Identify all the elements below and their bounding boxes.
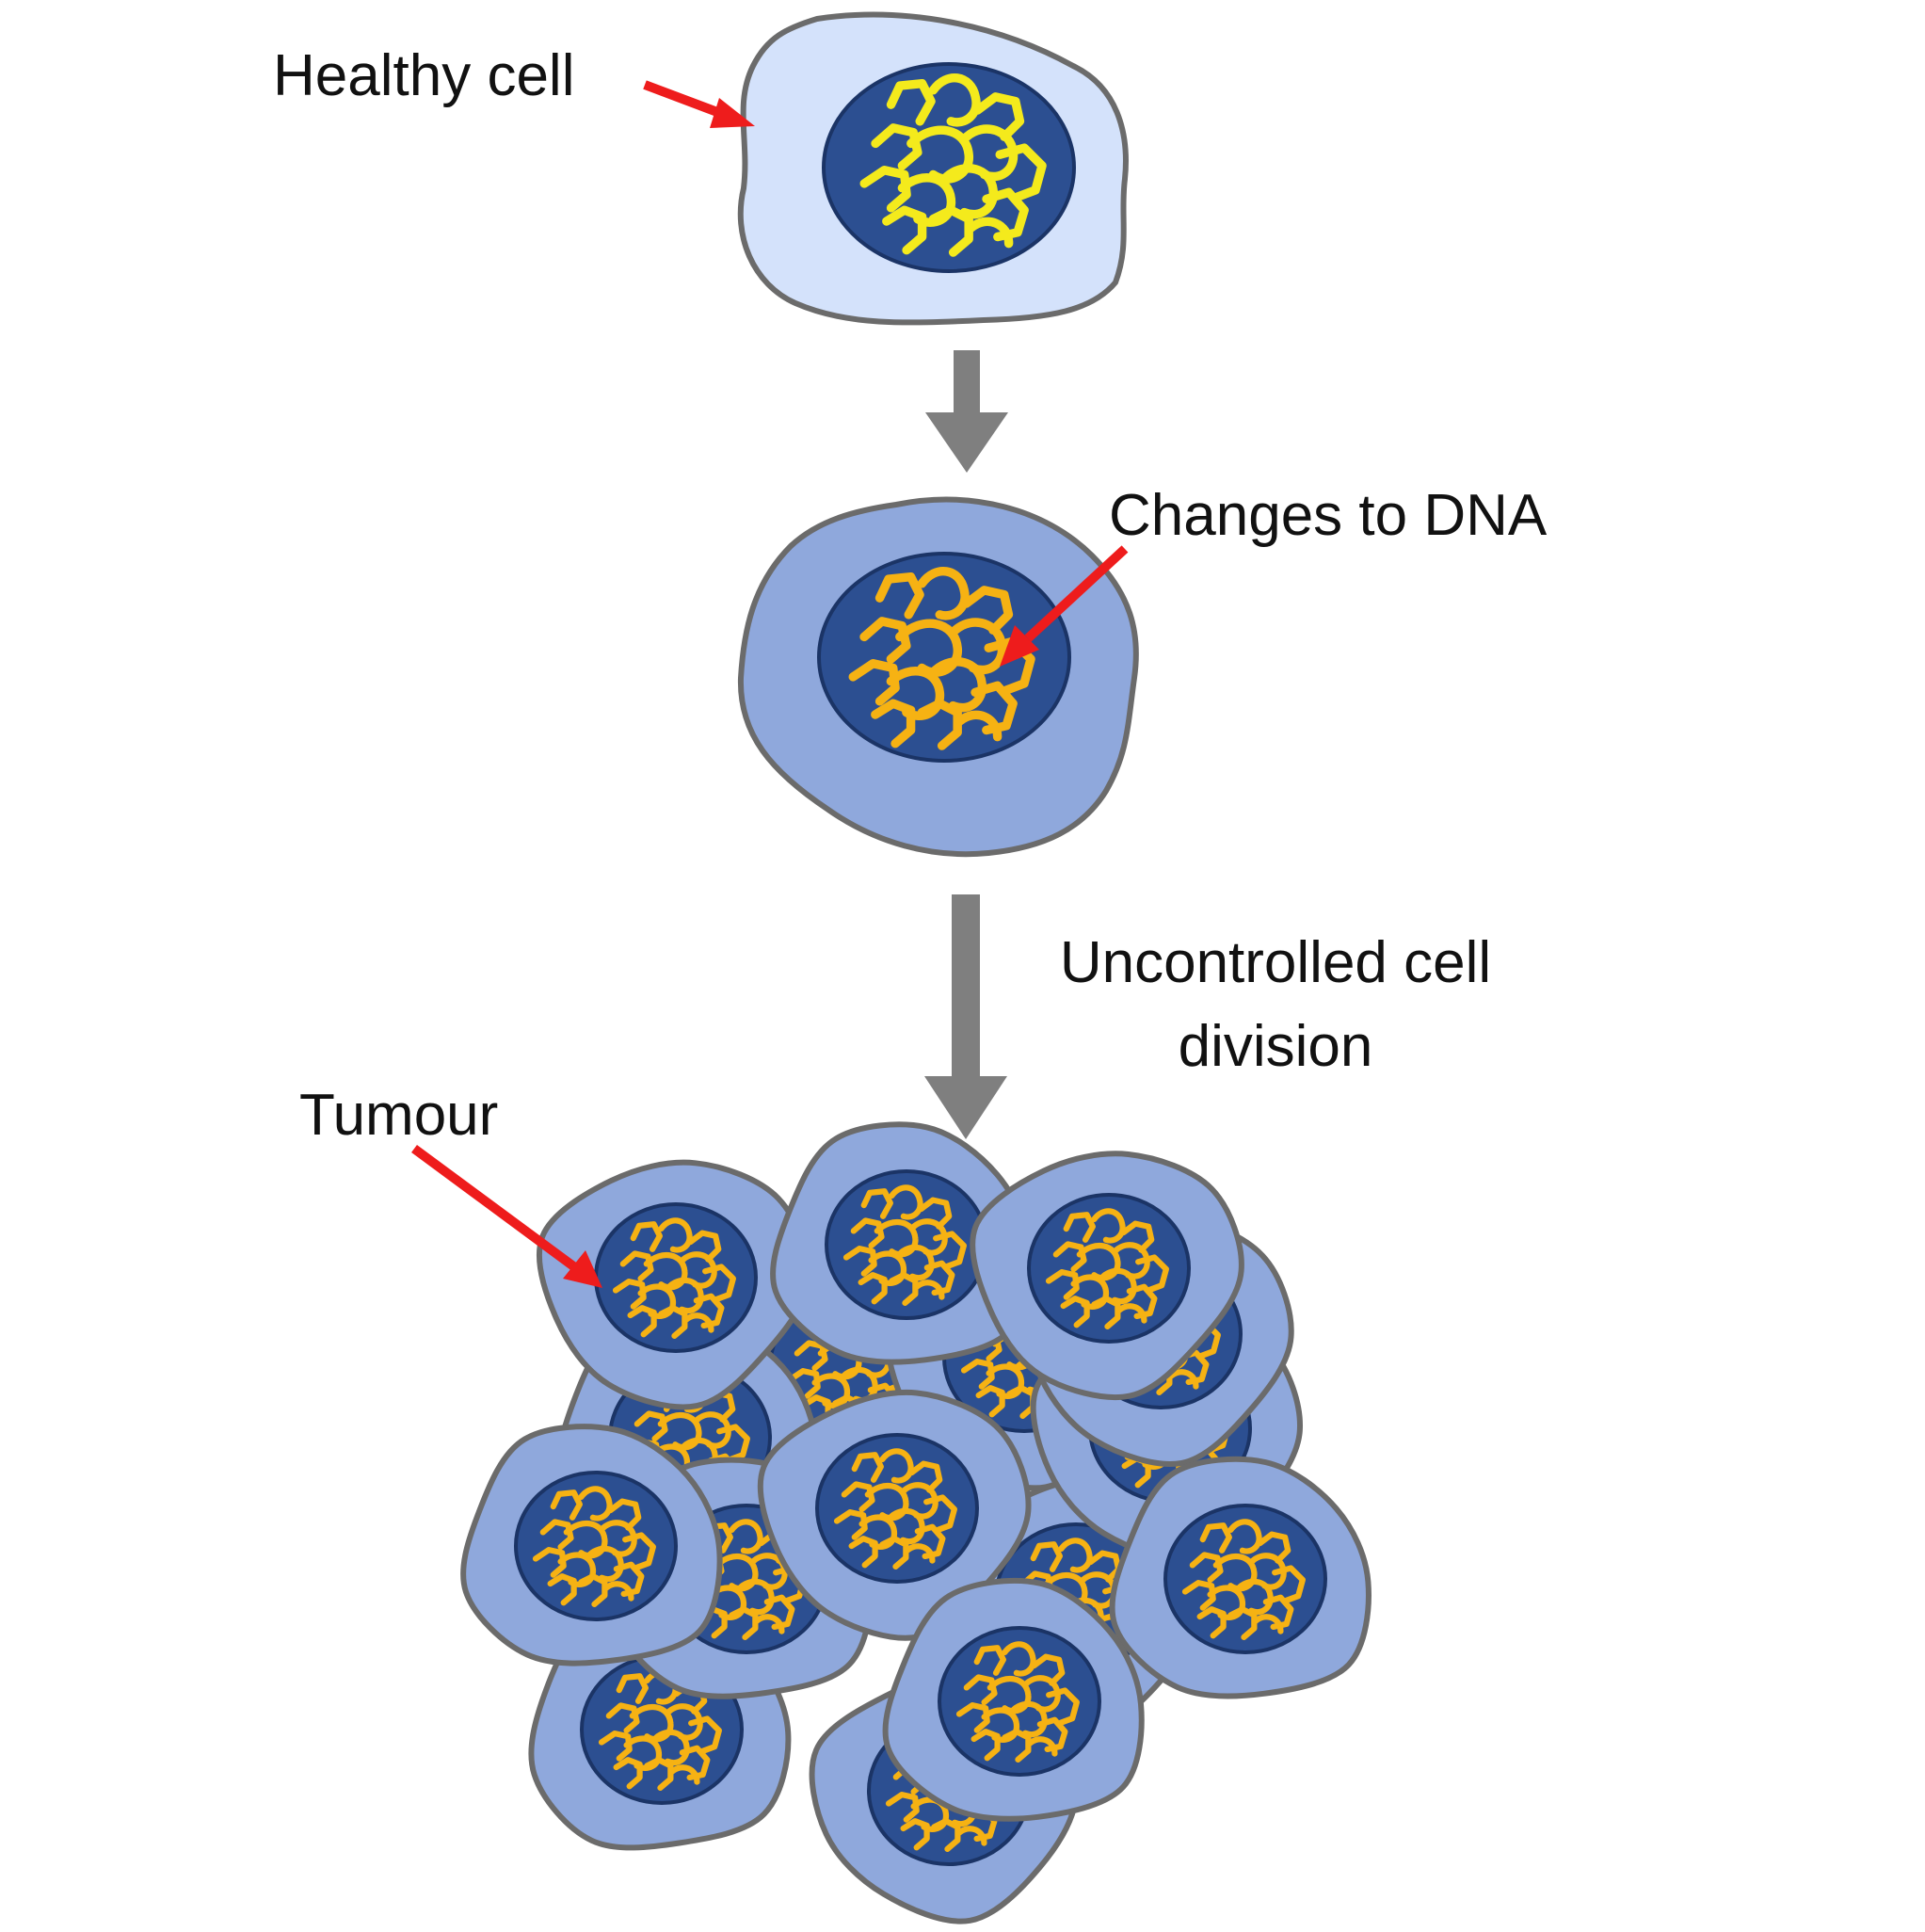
tumour-cluster — [460, 1121, 1372, 1924]
mutated-cell — [737, 496, 1139, 858]
tumour-cell — [770, 1121, 1033, 1365]
tumour-cell — [537, 1159, 811, 1410]
uncontrolled-division-label-line2: division — [1179, 1014, 1373, 1079]
red-pointer-arrow-icon — [643, 80, 755, 128]
healthy-cell — [737, 11, 1129, 326]
healthy-cell-label: Healthy cell — [273, 43, 574, 108]
tumour-cell — [460, 1424, 723, 1666]
red-pointer-arrow-icon — [411, 1144, 602, 1288]
down-arrow-icon — [924, 894, 1007, 1139]
changes-to-dna-label: Changes to DNA — [1109, 483, 1548, 548]
tumour-cell — [757, 1389, 1032, 1641]
down-arrow-icon — [925, 350, 1008, 473]
tumour-cell — [1109, 1456, 1372, 1699]
tumour-label: Tumour — [299, 1083, 498, 1148]
red-pointer-arrow-icon — [1000, 545, 1129, 667]
tumour-cell — [882, 1577, 1145, 1822]
tumour-cell — [970, 1151, 1244, 1401]
uncontrolled-division-label-line1: Uncontrolled cell — [1060, 930, 1491, 995]
healthy-nucleus — [822, 62, 1076, 273]
